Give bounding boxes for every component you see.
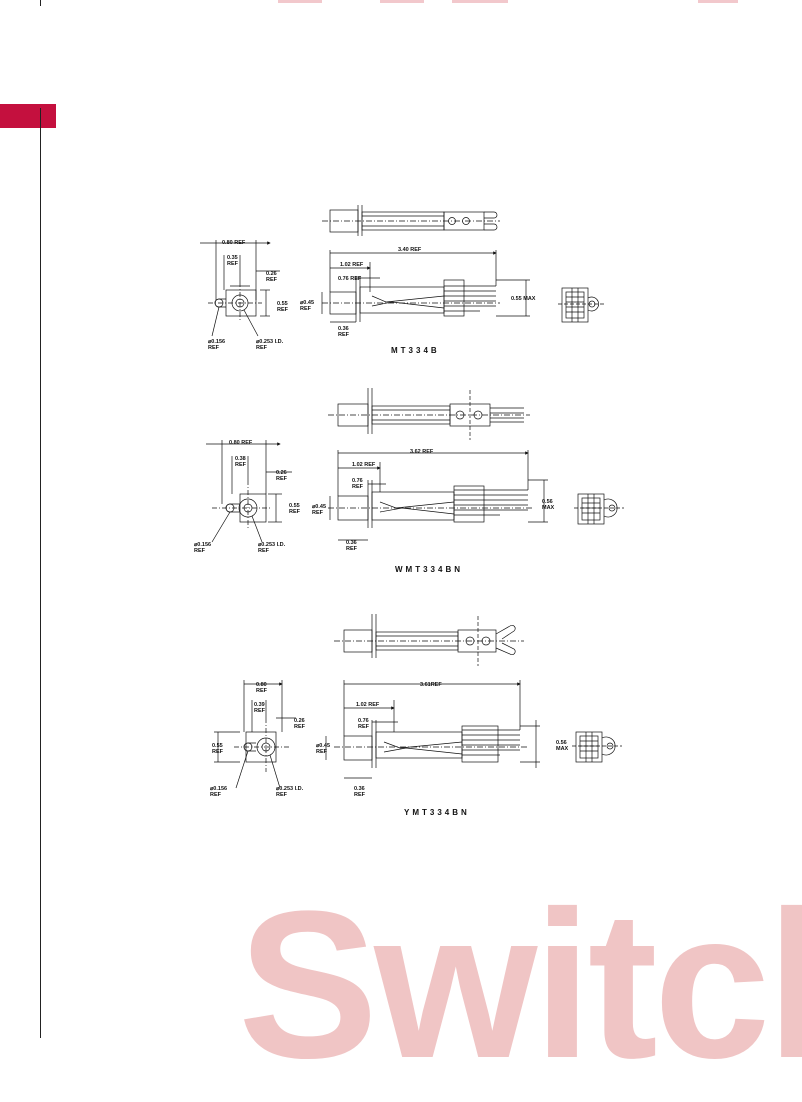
top-tab-2 (380, 0, 424, 3)
dim-length-b: 0.76 REF (338, 276, 362, 282)
top-tab-4 (698, 0, 738, 3)
dim-id-dia: ⌀0.253 I.D.REF (258, 542, 286, 554)
dim-overall-width: 0.80 REF (229, 440, 253, 446)
dim-length-a: 1.02 REF (352, 462, 376, 468)
dim-overall-width: 0.80 REF (222, 240, 246, 246)
model-label-ymt334bn: YMT334BN (404, 808, 470, 817)
model-label-wmt334bn: WMT334BN (395, 565, 464, 574)
watermark-text: Switcl (238, 867, 802, 1102)
dim-length-a: 1.02 REF (356, 702, 380, 708)
section-tab (0, 104, 56, 128)
margin-rule (40, 108, 41, 1038)
drawing-mt334b (200, 205, 604, 337)
model-label-mt334b: MT334B (391, 346, 440, 355)
dim-length: 3.40 REF (398, 247, 422, 253)
drawing-ymt334bn (214, 614, 622, 789)
dim-id-dia: ⌀0.253 I.D.REF (256, 339, 284, 351)
top-tab-1 (278, 0, 322, 3)
dim-id-dia: ⌀0.253 I.D.REF (276, 786, 304, 798)
dim-length: 3.61REF (420, 682, 442, 688)
dim-length-a: 1.02 REF (340, 262, 364, 268)
dim-length: 3.62 REF (410, 449, 434, 455)
top-tab-3 (452, 0, 508, 3)
drawing-wmt334bn (206, 388, 624, 543)
margin-tick (40, 0, 41, 6)
dim-max-height: 0.55 MAX (511, 296, 536, 302)
